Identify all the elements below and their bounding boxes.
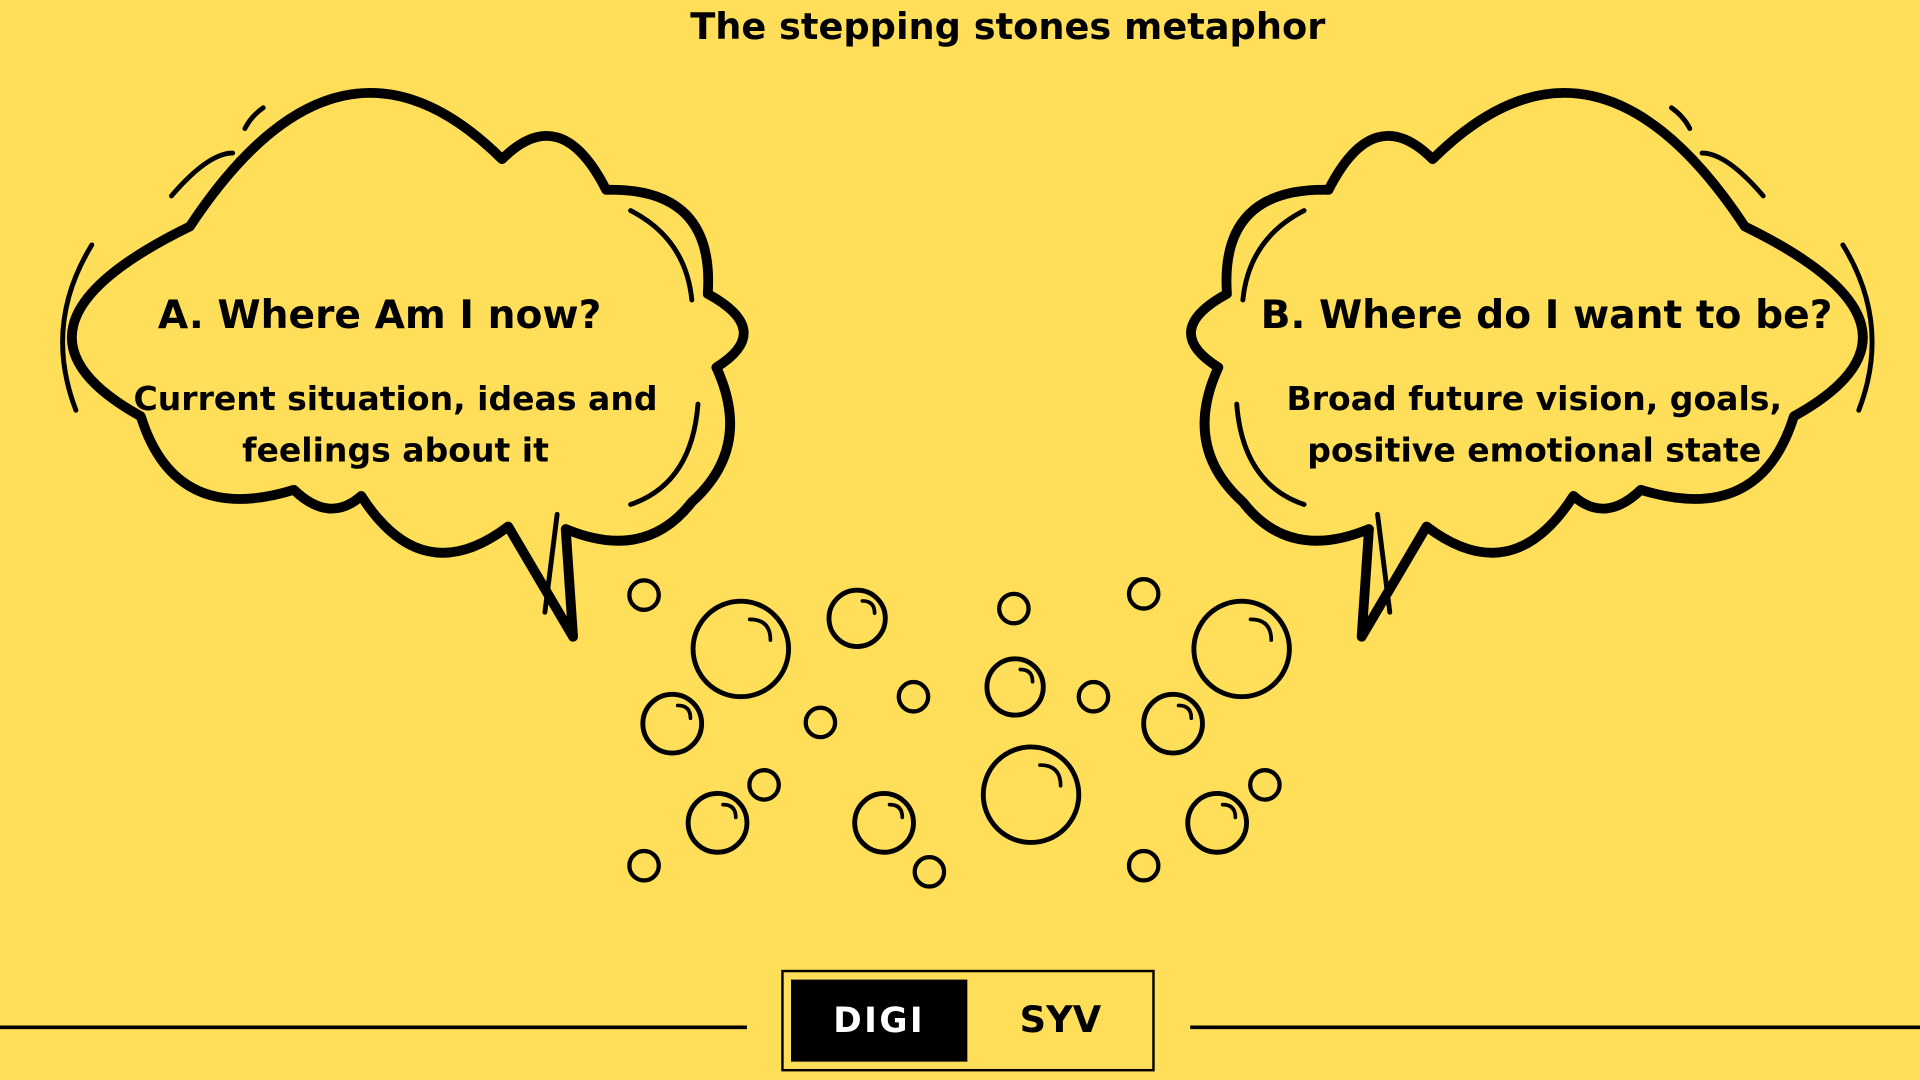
bubble-highlight-icon (1038, 763, 1063, 788)
stone-bubble (1141, 691, 1205, 756)
stone-bubble (1248, 768, 1282, 802)
stone-bubble (627, 848, 661, 883)
bubble-a-heading: A. Where Am I now? (158, 293, 601, 338)
bubble-highlight-icon (1220, 802, 1238, 820)
bubble-highlight-icon (887, 802, 905, 820)
stone-bubble (1126, 848, 1161, 883)
bubble-b-line-1: Broad future vision, goals, (1287, 379, 1782, 418)
page-title: The stepping stones metaphor (690, 5, 1325, 48)
stone-bubble (826, 587, 888, 649)
bubble-highlight-icon (747, 617, 773, 642)
bubble-a-line-2: feelings about it (242, 431, 549, 470)
bubble-b-heading: B. Where do I want to be? (1261, 293, 1833, 338)
bubble-a-line-1: Current situation, ideas and (134, 379, 658, 418)
digisyv-logo: DIGI SYV (781, 969, 1155, 1072)
stone-bubble (1126, 577, 1161, 611)
stone-bubble (1191, 598, 1292, 700)
stone-bubble (896, 679, 931, 714)
stone-bubble (627, 578, 661, 612)
stone-bubble (984, 656, 1046, 718)
stone-bubble (980, 744, 1082, 845)
bubble-highlight-icon (1176, 703, 1194, 721)
stone-bubble (747, 768, 781, 802)
logo-syv: SYV (1020, 998, 1102, 1041)
stone-bubble (690, 598, 792, 700)
stone-bubble (640, 691, 705, 756)
stone-bubble (803, 705, 838, 740)
logo-digi: DIGI (833, 1001, 925, 1041)
stone-bubble (912, 855, 947, 889)
bubble-highlight-icon (1248, 617, 1274, 642)
stone-bubble (1185, 791, 1249, 855)
bubble-highlight-icon (675, 703, 693, 721)
stone-bubble (685, 791, 750, 855)
bubble-b-line-2: positive emotional state (1307, 431, 1761, 470)
thought-bubble-a (60, 88, 749, 642)
stone-bubble (852, 791, 916, 855)
stepping-stones (627, 577, 1292, 889)
bubble-highlight-icon (1018, 667, 1035, 684)
bubble-highlight-icon (721, 802, 738, 820)
stone-bubble (1076, 679, 1111, 714)
thought-bubble-b (1186, 88, 1875, 642)
bubble-highlight-icon (860, 599, 877, 615)
stone-bubble (997, 591, 1031, 626)
